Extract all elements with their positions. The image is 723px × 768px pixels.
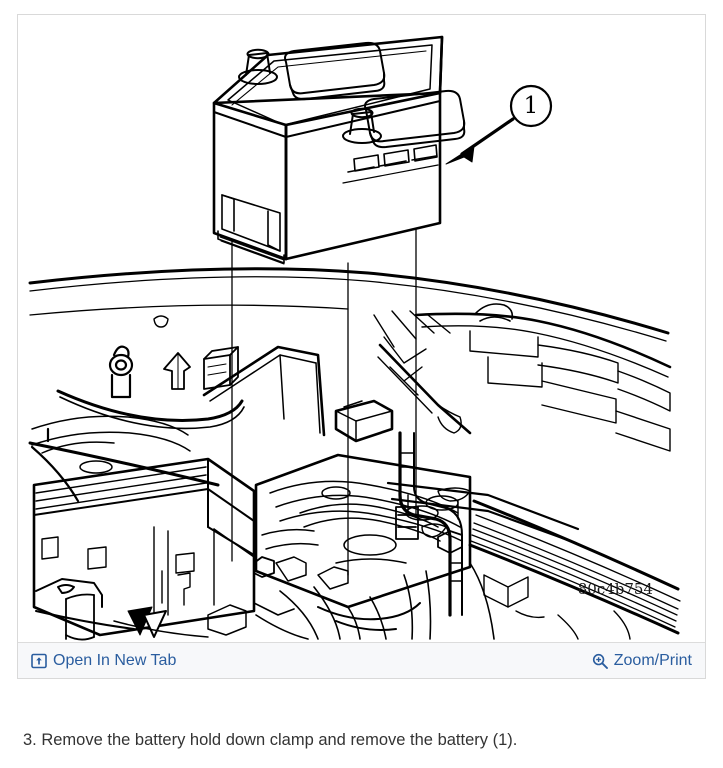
zoom-print-label: Zoom/Print: [613, 651, 692, 669]
magnifier-plus-icon: [592, 653, 608, 669]
battery-side-ribs: [342, 144, 439, 184]
open-in-new-tab-label: Open In New Tab: [53, 651, 177, 669]
figure-toolbar: Open In New Tab Zoom/Print: [18, 642, 705, 678]
technical-drawing: 1 80c4b754: [18, 15, 705, 642]
image-id-label: 80c4b754: [577, 580, 653, 598]
figure-panel: 1 80c4b754 Open In New Tab: [17, 14, 706, 679]
zoom-print-link[interactable]: Zoom/Print: [592, 651, 692, 669]
callout-number-text: 1: [524, 93, 539, 119]
step-caption: 3. Remove the battery hold down clamp an…: [23, 731, 518, 749]
open-in-new-tab-link[interactable]: Open In New Tab: [31, 651, 177, 669]
external-link-icon: [31, 653, 47, 669]
battery-terminals: [238, 48, 382, 144]
callout-1: [509, 84, 553, 128]
figure-inner: 1 80c4b754 Open In New Tab: [18, 15, 705, 678]
battery-tray: [254, 453, 472, 609]
engine-bay-illustration: [28, 267, 681, 641]
callout-arrowhead: [445, 145, 475, 165]
frame-rail: [468, 499, 680, 635]
line-art-svg: 1: [28, 35, 681, 641]
coolant-hose: [398, 431, 452, 617]
battery-vent-caps: [284, 41, 466, 149]
